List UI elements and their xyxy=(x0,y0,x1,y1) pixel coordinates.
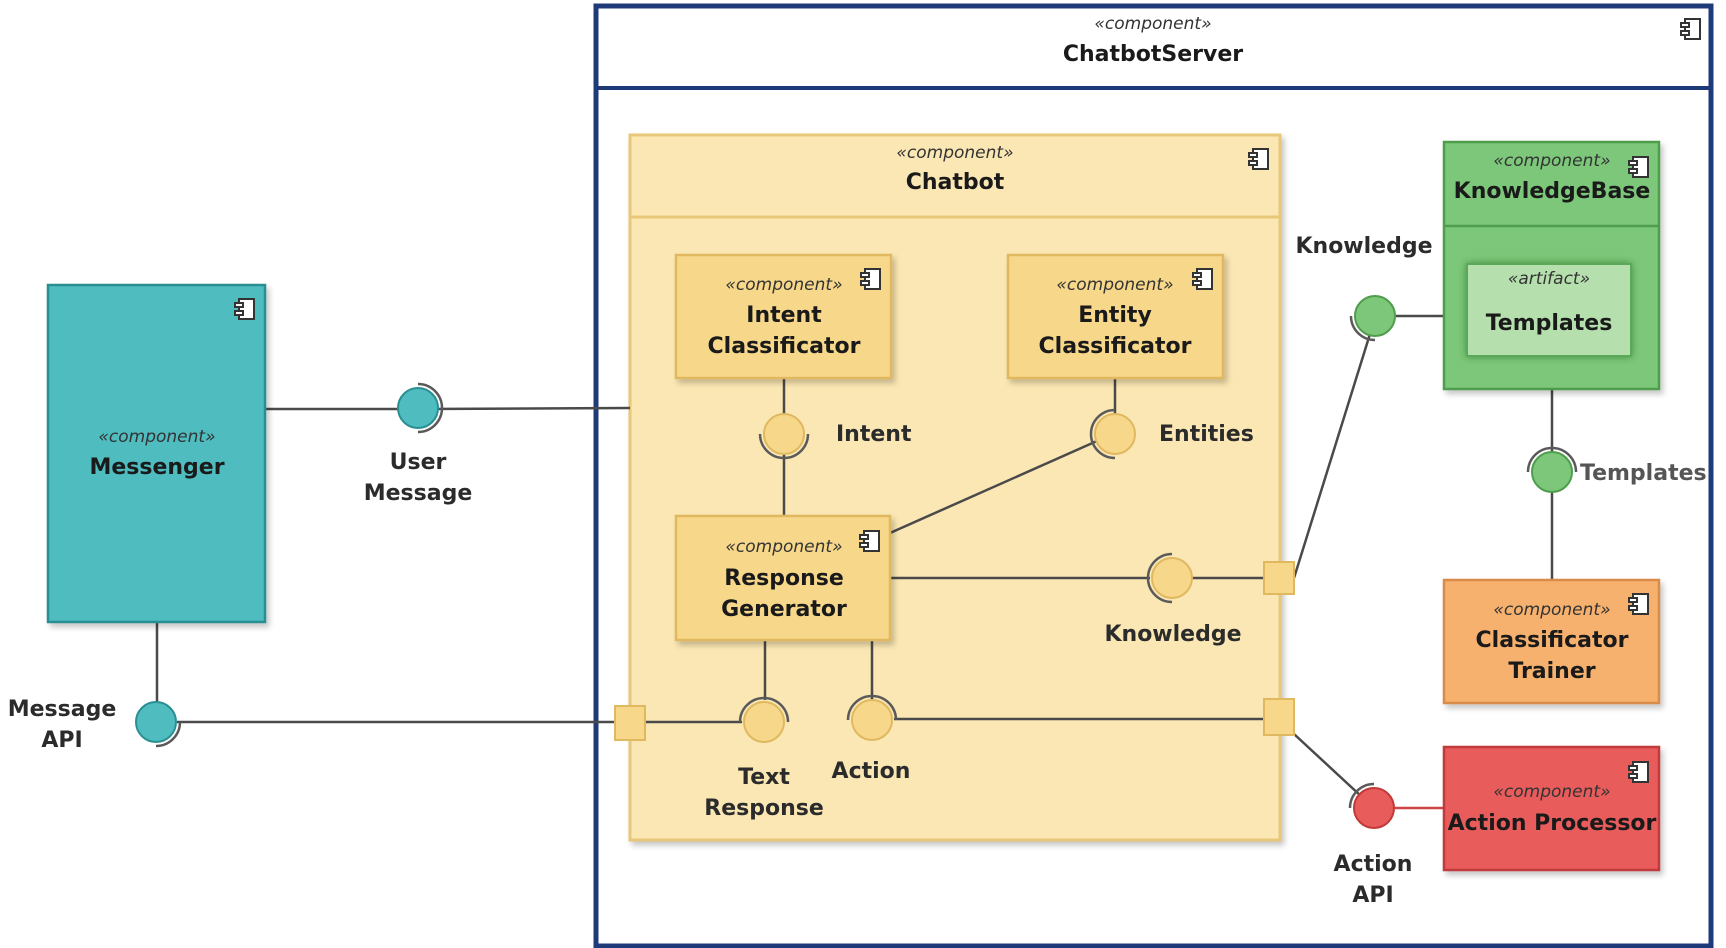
knowledge-inner-socket xyxy=(1146,552,1173,604)
intent-classificator-box xyxy=(674,253,893,380)
response-generator-stereotype: «component» xyxy=(725,537,842,557)
entity-classificator-component[interactable]: «component» Entity Classificator xyxy=(1006,253,1225,380)
text-response-socket xyxy=(738,696,790,723)
text-response-label-line2: Response xyxy=(704,796,824,821)
message-api-label-line1: Message xyxy=(8,697,117,722)
knowledge-outer-interface[interactable] xyxy=(1349,295,1396,342)
wire-entities-responsegenerator xyxy=(889,439,1098,535)
templates-socket xyxy=(1526,446,1578,473)
user-message-interface[interactable] xyxy=(397,382,444,434)
entity-classificator-box xyxy=(1006,253,1225,380)
chatbot-server-stereotype: «component» xyxy=(1094,14,1211,34)
connectors xyxy=(155,314,1554,810)
action-api-socket xyxy=(1348,782,1375,809)
intent-interface[interactable] xyxy=(758,413,810,460)
templates-lollipop xyxy=(1531,451,1573,493)
action-socket xyxy=(846,694,898,721)
wire-port-actionapi xyxy=(1293,733,1363,798)
action-api-label-line2: API xyxy=(1352,883,1393,908)
templates-label: Templates xyxy=(1580,461,1707,486)
messenger-box xyxy=(46,283,267,624)
wire-usermessage-chatbot xyxy=(418,406,631,411)
knowledge-inner-interface[interactable] xyxy=(1146,552,1193,604)
action-interface[interactable] xyxy=(846,694,898,741)
text-response-label-line1: Text xyxy=(738,765,790,790)
entity-classificator-stereotype: «component» xyxy=(1056,275,1173,295)
templates-interface[interactable] xyxy=(1526,446,1578,493)
intent-socket xyxy=(758,433,810,460)
action-api-interface[interactable] xyxy=(1348,782,1395,829)
port-action[interactable] xyxy=(1263,698,1295,736)
user-message-lollipop xyxy=(397,387,439,429)
message-api-lollipop xyxy=(135,701,177,743)
templates-artifact-title: Templates xyxy=(1486,311,1613,336)
message-api-interface[interactable] xyxy=(135,701,182,748)
action-api-lollipop xyxy=(1353,787,1395,829)
classificator-trainer-component[interactable]: «component» Classificator Trainer xyxy=(1442,578,1661,705)
intent-label: Intent xyxy=(836,422,912,447)
intent-classificator-title-line2: Classificator xyxy=(708,334,861,359)
action-lollipop xyxy=(851,699,893,741)
port-message-api[interactable] xyxy=(614,705,646,741)
action-processor-stereotype: «component» xyxy=(1493,782,1610,802)
intent-classificator-title-line1: Intent xyxy=(746,303,822,328)
knowledge-base-title: KnowledgeBase xyxy=(1454,179,1651,204)
entities-socket xyxy=(1089,408,1116,460)
action-api-label-line1: Action xyxy=(1334,852,1413,877)
action-processor-box xyxy=(1442,745,1661,872)
chatbot-server-title: ChatbotServer xyxy=(1063,42,1243,67)
templates-artifact-box xyxy=(1466,263,1632,357)
chatbot-component[interactable]: «component» Chatbot xyxy=(628,133,1282,842)
intent-lollipop xyxy=(763,413,805,455)
text-response-lollipop xyxy=(743,701,785,743)
knowledge-outer-label: Knowledge xyxy=(1295,234,1432,259)
classificator-trainer-title-line1: Classificator xyxy=(1476,628,1629,653)
action-label: Action xyxy=(832,759,911,784)
knowledge-inner-label: Knowledge xyxy=(1104,622,1241,647)
message-api-socket xyxy=(155,721,182,748)
templates-artifact-stereotype: «artifact» xyxy=(1508,269,1590,289)
messenger-component[interactable]: «component» Messenger xyxy=(46,283,267,624)
action-processor-component[interactable]: «component» Action Processor xyxy=(1442,745,1661,872)
response-generator-box xyxy=(674,514,892,642)
entity-classificator-title-line2: Classificator xyxy=(1039,334,1192,359)
classificator-trainer-title-line2: Trainer xyxy=(1508,659,1595,684)
user-message-socket xyxy=(417,382,444,434)
entities-lollipop xyxy=(1094,413,1136,455)
ports xyxy=(614,561,1295,741)
intent-classificator-component[interactable]: «component» Intent Classificator xyxy=(674,253,893,380)
text-response-interface[interactable] xyxy=(738,696,790,743)
knowledge-inner-lollipop xyxy=(1151,557,1193,599)
entity-classificator-title-line1: Entity xyxy=(1078,303,1152,328)
classificator-trainer-box xyxy=(1442,578,1661,705)
chatbot-frame xyxy=(628,133,1282,842)
response-generator-title-line1: Response xyxy=(724,566,844,591)
user-message-label-line1: User xyxy=(390,450,447,475)
entities-interface[interactable] xyxy=(1089,408,1136,460)
intent-classificator-stereotype: «component» xyxy=(725,275,842,295)
user-message-label-line2: Message xyxy=(364,481,473,506)
chatbot-title: Chatbot xyxy=(906,170,1005,195)
wire-port-knowledge-outer xyxy=(1292,333,1372,579)
knowledge-outer-socket xyxy=(1349,315,1376,342)
port-knowledge[interactable] xyxy=(1263,561,1295,595)
interface-labels: User Message Message API Intent Entities… xyxy=(8,234,1707,908)
response-generator-component[interactable]: «component» Response Generator xyxy=(674,514,892,642)
chatbot-stereotype: «component» xyxy=(896,143,1013,163)
knowledge-base-stereotype: «component» xyxy=(1493,151,1610,171)
action-processor-title: Action Processor xyxy=(1448,811,1657,836)
classificator-trainer-stereotype: «component» xyxy=(1493,600,1610,620)
knowledge-outer-lollipop xyxy=(1354,295,1396,337)
messenger-title: Messenger xyxy=(89,455,224,480)
message-api-label-line2: API xyxy=(41,728,82,753)
templates-artifact[interactable]: «artifact» Templates xyxy=(1466,263,1632,357)
entities-label: Entities xyxy=(1159,422,1254,447)
knowledge-base-component[interactable]: «component» KnowledgeBase «artifact» Tem… xyxy=(1442,140,1661,391)
response-generator-title-line2: Generator xyxy=(721,597,847,622)
messenger-stereotype: «component» xyxy=(98,427,215,447)
